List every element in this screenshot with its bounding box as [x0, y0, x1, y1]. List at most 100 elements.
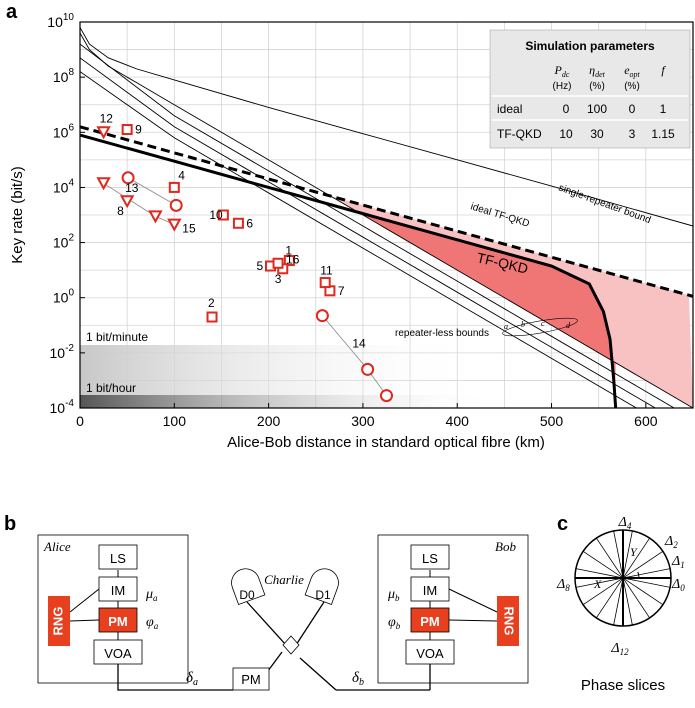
- delta-b-label: δb: [352, 670, 364, 688]
- x-tick-label: 300: [351, 413, 375, 429]
- beam-splitter: [282, 635, 300, 655]
- experiment-label: 16: [286, 252, 300, 266]
- alice-pm-box: [98, 607, 138, 633]
- delta-12-label: Δ12: [610, 641, 629, 657]
- alice-label: Alice: [43, 539, 71, 554]
- bob-im-box: [410, 576, 450, 602]
- header-pdc: Pdc: [554, 63, 570, 79]
- series-line-6: [80, 57, 657, 408]
- charlie-pm-box: [232, 667, 270, 691]
- x-axis-label: Alice-Bob distance in standard optical f…: [227, 434, 545, 451]
- alice-ls-label: LS: [110, 551, 126, 566]
- charlie-label: Charlie: [264, 572, 304, 587]
- bob-rng-box: [497, 596, 519, 646]
- axis-x-label: X: [593, 577, 602, 591]
- sim-table-header: Pdc ηdet eopt f (Hz) (%) (%): [553, 63, 667, 92]
- experiment-label: 1: [285, 243, 292, 257]
- plot-frame: [79, 21, 694, 409]
- bob-voa-box: [405, 639, 455, 665]
- ideal-curve-label: ideal TF-QKD: [469, 201, 531, 229]
- x-tick-label: 0: [76, 413, 84, 429]
- bob-mu: μb: [387, 587, 400, 603]
- detector-d0: D0: [231, 568, 266, 605]
- bob-label: Bob: [495, 539, 516, 554]
- bob-ls-box: [410, 544, 450, 570]
- alice-ls-box: [98, 544, 138, 570]
- charlie-pm-label: PM: [241, 672, 261, 687]
- bob-rng-link: [448, 588, 498, 613]
- header-eta: ηdet: [589, 63, 606, 79]
- experiment-label: 8: [117, 204, 124, 218]
- delta-a-label: δa: [186, 670, 198, 688]
- series-line-2: [80, 125, 693, 298]
- experiment-label: 3: [275, 272, 282, 286]
- delta-1-label: Δ1: [671, 554, 685, 570]
- setup-diagram: Alice LS IM PM VOA RNG μa φa Bob LS IM: [37, 534, 529, 691]
- phase-slices-diagram: Δ4 Δ2 Δ1 Δ0 Δ8 Δ12 X Y Phase slices: [556, 515, 685, 694]
- experiment-marker: [168, 181, 180, 193]
- sim-table-bg: [489, 29, 691, 149]
- experiment-label: 14: [352, 337, 366, 351]
- row-label: ideal: [497, 102, 522, 116]
- alice-rng-label: RNG: [50, 607, 65, 636]
- experiment-marker: [96, 177, 111, 191]
- panel-label-c: c: [557, 513, 568, 535]
- unit-pdc: (Hz): [553, 81, 572, 92]
- experiment-label: 15: [182, 222, 196, 236]
- y-tick-label: 106: [53, 122, 75, 140]
- x-tick-label: 600: [634, 413, 658, 429]
- experiment-connector: [103, 182, 175, 226]
- series-line-5: [80, 43, 676, 408]
- y-tick-label: 104: [53, 177, 75, 195]
- alice-im-box: [98, 576, 138, 602]
- experiment-marker: [121, 124, 133, 136]
- experiment-marker: [283, 254, 295, 266]
- alice-pm-label: PM: [108, 614, 128, 629]
- experiment-marker: [361, 362, 375, 376]
- detector-d1: D1: [304, 568, 339, 605]
- phase-slices-caption: Phase slices: [581, 677, 665, 694]
- detector-d0-label: D0: [239, 588, 255, 602]
- bs-to-d1: [295, 601, 325, 646]
- detector-d0-body: [231, 568, 266, 605]
- bound-b-label: b: [521, 320, 525, 329]
- detector-d1-body: [304, 568, 339, 605]
- phase-angle-arc: [637, 571, 640, 579]
- series-line-7: [80, 71, 638, 408]
- row-cell: 3: [629, 127, 636, 141]
- bob-voa-label: VOA: [416, 646, 444, 661]
- sim-table-row: ideal 0 100 0 1: [497, 102, 667, 116]
- experiment-label: 5: [257, 259, 264, 273]
- band-minute-label: 1 bit/minute: [86, 330, 148, 344]
- bound-c-label: c: [541, 319, 545, 328]
- bob-im-label: IM: [423, 583, 437, 598]
- experiment-marker: [169, 198, 183, 212]
- bob-rng-label: RNG: [502, 607, 517, 636]
- alice-module: Alice LS IM PM VOA RNG μa φa: [37, 534, 189, 684]
- single-repeater-label: single-repeater bound: [557, 182, 652, 226]
- experiment-label: 2: [208, 296, 215, 310]
- y-tick-label: 10-2: [50, 343, 75, 361]
- row-cell: 0: [563, 102, 570, 116]
- x-tick-label: 100: [163, 413, 187, 429]
- experiment-marker: [272, 257, 284, 269]
- unit-eta: (%): [589, 81, 605, 92]
- experiment-label: 6: [246, 216, 253, 230]
- detector-d1-label: D1: [315, 588, 331, 602]
- series-line-3: [80, 27, 693, 227]
- experiment-marker: [380, 389, 393, 403]
- alice-rng-box: [48, 596, 70, 646]
- experiment-label: 12: [100, 111, 114, 125]
- band-minute: [80, 345, 480, 395]
- experiment-marker: [217, 209, 229, 221]
- panel-label-b: b: [4, 513, 16, 535]
- repeaterless-label: repeater-less bounds: [395, 328, 489, 339]
- bob-rng-link: [448, 619, 498, 622]
- alice-phi: φa: [146, 615, 159, 631]
- experiment-marker: [319, 277, 331, 289]
- series-line-1: [80, 133, 618, 408]
- row-label: TF-QKD: [497, 127, 542, 141]
- experiment-marker: [119, 195, 135, 209]
